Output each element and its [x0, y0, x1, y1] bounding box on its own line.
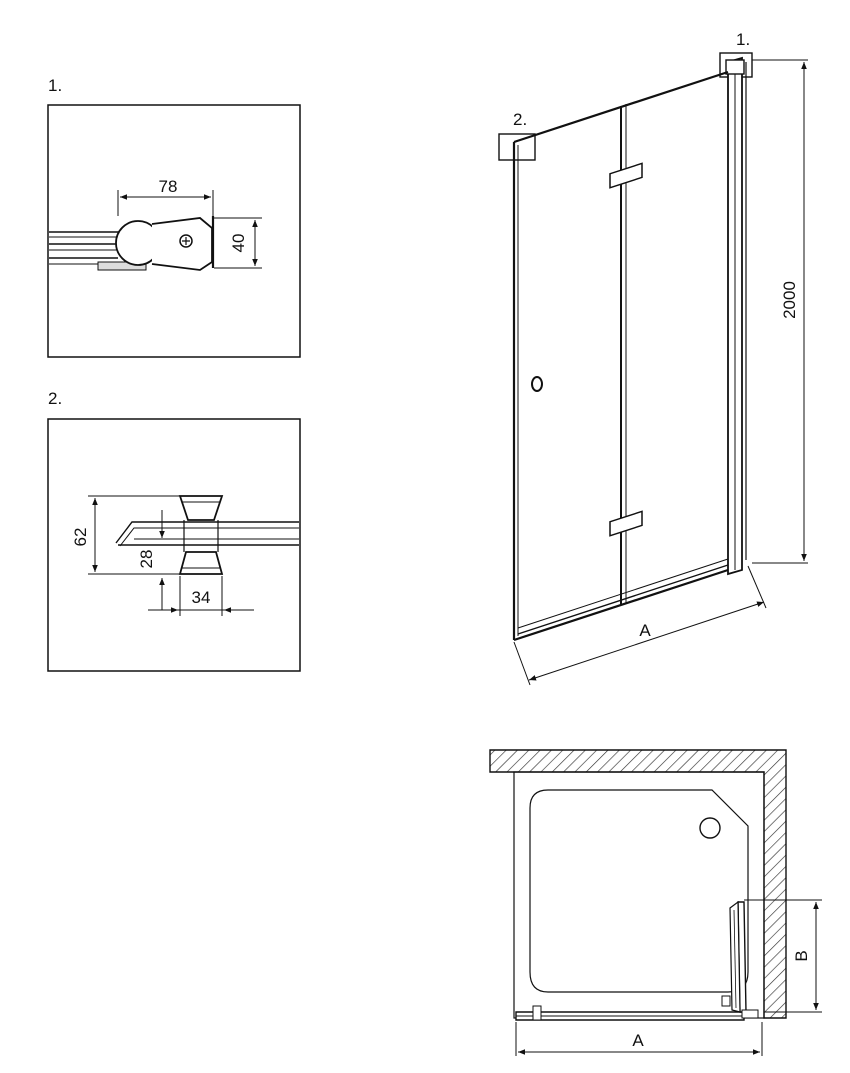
dim-a-plan: A — [632, 1031, 644, 1050]
dim-28: 28 — [137, 550, 156, 569]
detail1-panel: 78 40 — [47, 104, 301, 358]
drain-icon — [699, 817, 721, 839]
door-handle-icon — [531, 376, 543, 392]
shower-tray — [529, 789, 749, 993]
callout-1: 1. — [736, 30, 750, 49]
dim-62: 62 — [71, 528, 90, 547]
dim-2000: 2000 — [780, 281, 799, 319]
dim-40: 40 — [229, 234, 248, 253]
door-elevation: 1. 2. 2000 A — [498, 30, 808, 686]
dim-a-elevation: A — [639, 621, 651, 640]
dim-78: 78 — [159, 177, 178, 196]
dim-b: B — [792, 950, 811, 961]
detail2-label: 2. — [48, 389, 62, 408]
dim-34: 34 — [192, 588, 211, 607]
detail1-label: 1. — [48, 76, 62, 95]
callout-2: 2. — [513, 110, 527, 129]
detail2-panel: 62 28 34 — [47, 418, 301, 672]
plan-view: B A — [489, 749, 822, 1056]
